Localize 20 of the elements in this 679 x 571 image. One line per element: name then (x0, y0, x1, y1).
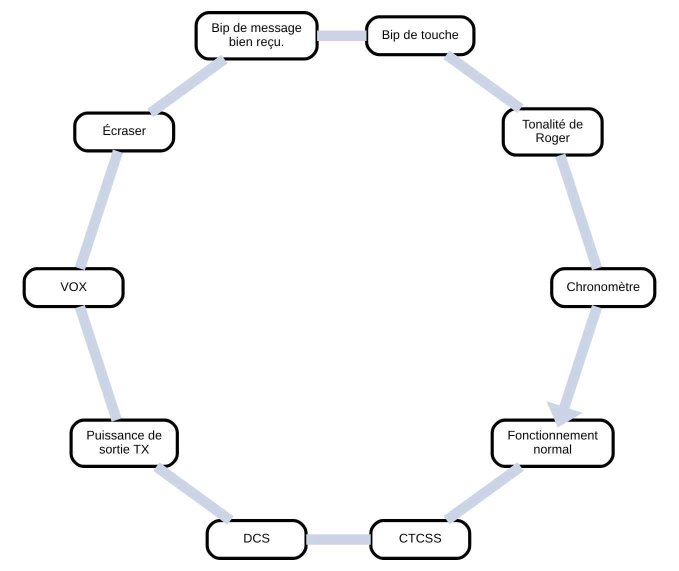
node-box: Écraser (73, 111, 176, 152)
node-box: Tonalité de Roger (502, 107, 604, 157)
arrow (546, 305, 602, 428)
node-box: Fonctionnement normal (490, 418, 615, 468)
connector (153, 462, 234, 525)
connector (74, 150, 123, 270)
node-box: Puissance de sortie TX (70, 418, 179, 468)
connector (444, 462, 524, 524)
node-box: Bip de message bien reçu. (194, 11, 319, 60)
node-box: Bip de touche (365, 15, 476, 56)
connector (555, 154, 602, 270)
connector (317, 30, 367, 42)
connector (306, 534, 371, 545)
connector (147, 54, 228, 118)
node-box: VOX (22, 267, 125, 308)
node-box: Chronomètre (550, 267, 656, 308)
node-box: CTCSS (369, 518, 472, 560)
connector (74, 305, 122, 422)
node-box: DCS (206, 518, 308, 560)
connector (443, 50, 524, 113)
